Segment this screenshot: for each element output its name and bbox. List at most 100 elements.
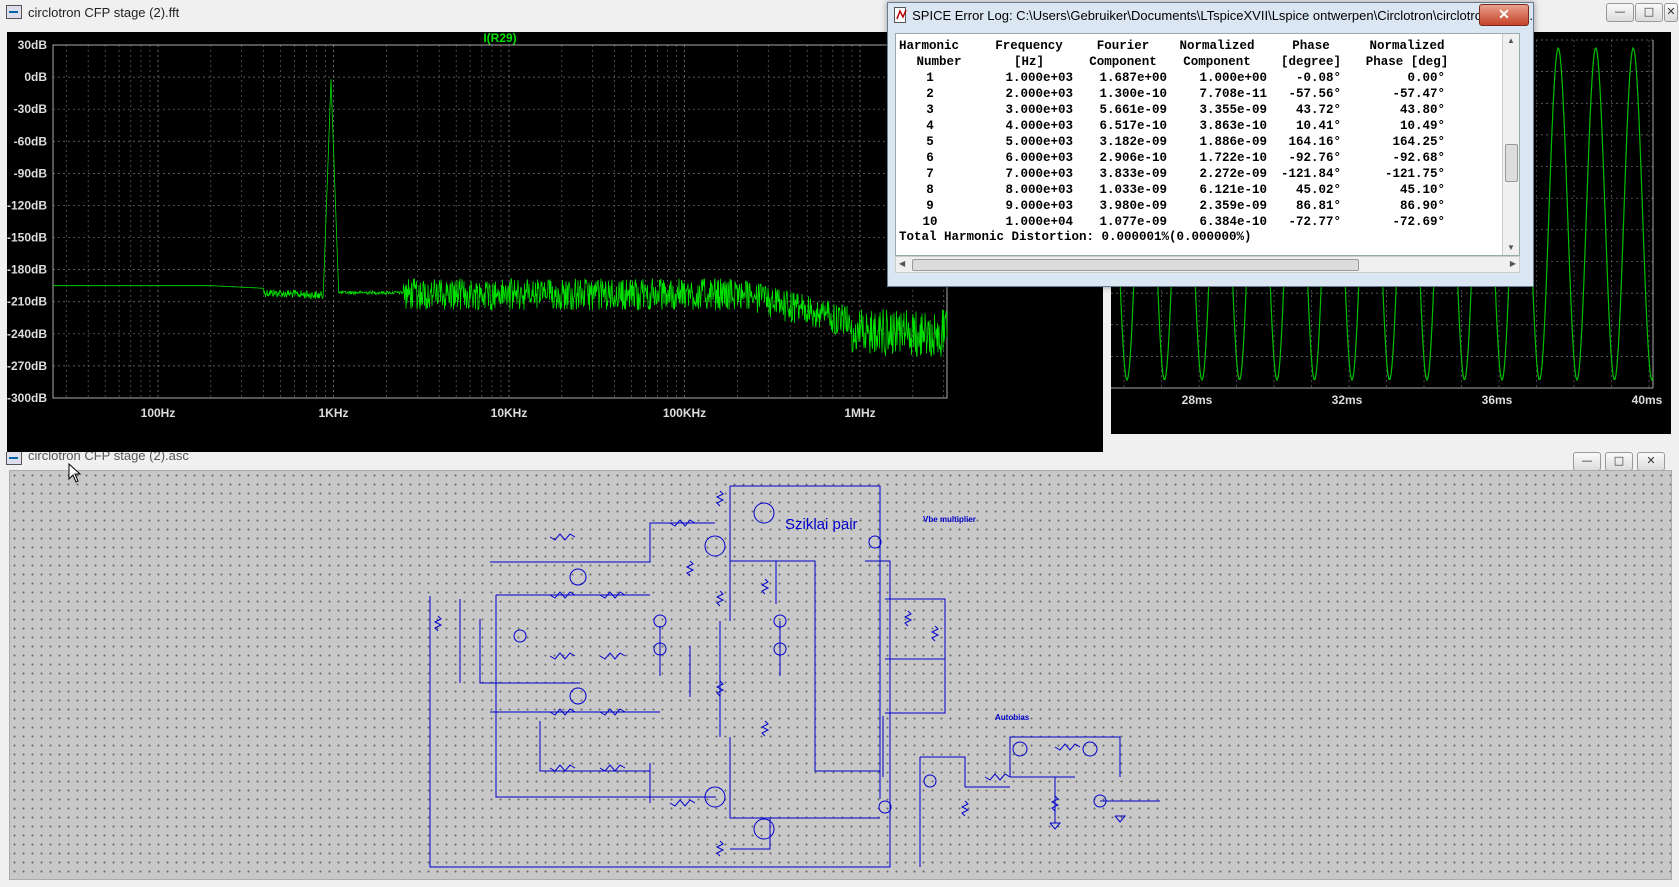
fourier-cell: 0.00° — [1407, 71, 1445, 85]
fourier-cell: 9 — [926, 199, 934, 213]
fourier-cell: 5.000e+03 — [1005, 135, 1073, 149]
fourier-cell: 6 — [926, 151, 934, 165]
transient-x-tick-label: 36ms — [1482, 393, 1513, 407]
fourier-cell: 2.272e-09 — [1199, 167, 1267, 181]
fft-trace — [53, 79, 948, 357]
fourier-cell: -121.84° — [1280, 167, 1341, 181]
fourier-cell: 86.90° — [1399, 199, 1445, 213]
y-tick-label: -150dB — [7, 231, 47, 245]
error-log-close-button[interactable]: ✕ — [1479, 4, 1529, 26]
fourier-cell: 10.41° — [1295, 119, 1341, 133]
y-tick-label: -90dB — [14, 166, 48, 180]
fourier-cell: 6.000e+03 — [1005, 151, 1073, 165]
fourier-header-row-2: Number [Hz] Component Component [degree]… — [899, 54, 1459, 70]
y-tick-label: 0dB — [24, 70, 47, 84]
y-tick-label: -120dB — [7, 198, 47, 212]
fourier-cell: 1.033e-09 — [1099, 183, 1167, 197]
close-button[interactable]: ✕ — [1664, 3, 1678, 22]
fourier-cell: 8.000e+03 — [1005, 183, 1073, 197]
transient-x-tick-label: 32ms — [1332, 393, 1363, 407]
transient-x-tick-label: 40ms — [1632, 393, 1663, 407]
fourier-cell: 1.077e-09 — [1099, 215, 1167, 229]
fourier-cell: 1.300e-10 — [1099, 87, 1167, 101]
scroll-thumb[interactable] — [1505, 144, 1518, 182]
minimize-button[interactable]: — — [1606, 3, 1634, 22]
error-log-titlebar[interactable]: SPICE Error Log: C:\Users\Gebruiker\Docu… — [888, 3, 1533, 27]
schematic-drawing[interactable]: Sziklai pair Vbe multiplier Autobias — [10, 471, 1671, 879]
fourier-cell: 2.906e-10 — [1099, 151, 1167, 165]
spice-log-icon — [894, 7, 907, 23]
vbe-multiplier-label: Vbe multiplier — [923, 515, 976, 524]
error-log-content[interactable]: Harmonic Frequency Fourier Normalized Ph… — [895, 33, 1520, 256]
y-tick-label: -30dB — [14, 102, 48, 116]
header-frequency: Frequency — [995, 39, 1063, 53]
fourier-cell: 6.384e-10 — [1199, 215, 1267, 229]
fourier-cell: 1.687e+00 — [1099, 71, 1167, 85]
hscroll-thumb[interactable] — [912, 259, 1359, 271]
fourier-cell: 43.72° — [1295, 103, 1341, 117]
fourier-cell: 3.833e-09 — [1099, 167, 1167, 181]
fourier-cell: 1 — [926, 71, 934, 85]
y-tick-label: 30dB — [18, 38, 48, 52]
fourier-cell: 4.000e+03 — [1005, 119, 1073, 133]
scroll-left-arrow-icon[interactable]: ◀ — [899, 259, 906, 268]
fourier-cell: 1.000e+03 — [1005, 71, 1073, 85]
header-degree: [degree] — [1280, 55, 1341, 69]
x-tick-label: 1MHz — [844, 406, 875, 420]
error-log-hscrollbar[interactable]: ◀ ▶ — [895, 256, 1520, 273]
fourier-cell: 3 — [926, 103, 934, 117]
header-harmonic: Harmonic — [899, 39, 960, 53]
fourier-cell: 7.000e+03 — [1005, 167, 1073, 181]
fourier-cell: 1.000e+00 — [1199, 71, 1267, 85]
fourier-cell: -72.69° — [1392, 215, 1445, 229]
fourier-cell: -57.56° — [1288, 87, 1341, 101]
fourier-cell: 45.02° — [1295, 183, 1341, 197]
schematic-maximize-button[interactable]: □ — [1605, 452, 1633, 471]
y-tick-label: -60dB — [14, 134, 48, 148]
header-component-2: Component — [1183, 55, 1251, 69]
header-normalized: Normalized — [1179, 39, 1255, 53]
x-tick-label: 10KHz — [491, 406, 528, 420]
fourier-table: Harmonic Frequency Fourier Normalized Ph… — [899, 38, 1459, 230]
x-tick-label: 100KHz — [663, 406, 706, 420]
fourier-cell: 2 — [926, 87, 934, 101]
fourier-cell: 1.722e-10 — [1199, 151, 1267, 165]
fourier-cell: 7.708e-11 — [1199, 87, 1267, 101]
schematic-window-titlebar[interactable]: circlotron CFP stage (2).asc — [0, 452, 1679, 472]
header-component: Component — [1089, 55, 1157, 69]
fourier-cell: -121.75° — [1384, 167, 1445, 181]
header-hz: [Hz] — [1013, 55, 1044, 69]
fft-plot[interactable]: 30dB 0dB -30dB -60dB -90dB -120dB -150dB -180dB… — [7, 32, 1103, 466]
header-number: Number — [916, 55, 962, 69]
fourier-cell: 6.121e-10 — [1199, 183, 1267, 197]
fourier-cell: 45.10° — [1399, 183, 1445, 197]
schematic-close-button[interactable]: ✕ — [1637, 452, 1665, 471]
error-log-title: SPICE Error Log: C:\Users\Gebruiker\Docu… — [912, 7, 1533, 23]
fourier-cell: 5.661e-09 — [1099, 103, 1167, 117]
spice-error-log-window: SPICE Error Log: C:\Users\Gebruiker\Docu… — [887, 2, 1534, 287]
fourier-cell: -92.68° — [1392, 151, 1445, 165]
fft-window-titlebar[interactable]: circlotron CFP stage (2).fft — [0, 0, 1111, 24]
scroll-up-arrow-icon[interactable]: ▲ — [1507, 36, 1515, 45]
fourier-cell: 164.25° — [1392, 135, 1445, 149]
fourier-cell: 3.863e-10 — [1199, 119, 1267, 133]
schematic-minimize-button[interactable]: — — [1573, 452, 1601, 471]
error-log-vscrollbar[interactable]: ▲ ▼ — [1502, 34, 1519, 255]
fourier-cell: 3.980e-09 — [1099, 199, 1167, 213]
scroll-right-arrow-icon[interactable]: ▶ — [1509, 259, 1516, 268]
waveform-icon — [6, 5, 22, 19]
maximize-button[interactable]: □ — [1635, 3, 1663, 22]
fft-window-title: circlotron CFP stage (2).fft — [28, 4, 180, 20]
fourier-cell: 2.359e-09 — [1199, 199, 1267, 213]
mouse-cursor-icon — [68, 463, 82, 483]
schematic-canvas[interactable]: Sziklai pair Vbe multiplier Autobias — [9, 463, 1672, 880]
y-tick-label: -180dB — [7, 263, 47, 277]
scroll-down-arrow-icon[interactable]: ▼ — [1507, 243, 1515, 252]
